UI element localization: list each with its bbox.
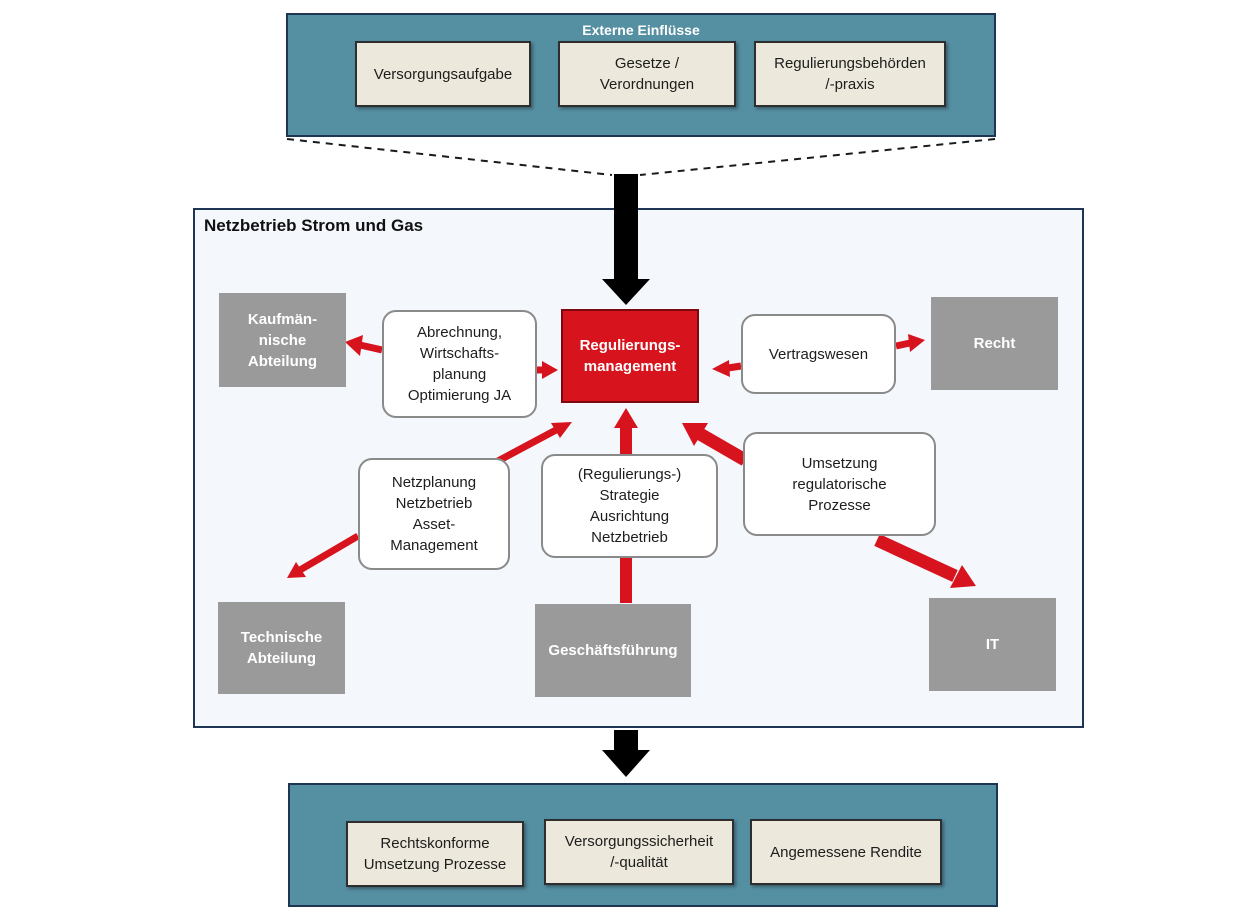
- task-umsetzung: Umsetzung regulatorische Prozesse: [743, 432, 936, 536]
- arrow-vertrag-to-center: [727, 362, 742, 372]
- department-technisch: Technische Abteilung: [218, 602, 345, 694]
- task-vertragswesen: Vertragswesen: [741, 314, 896, 394]
- arrow-umsetzung-to-center: [696, 428, 749, 466]
- arrow-to-it: [874, 534, 958, 582]
- influence-gesetze: Gesetze / Verordnungen: [558, 41, 736, 107]
- netzbetrieb-title: Netzbetrieb Strom und Gas: [204, 216, 424, 235]
- funnel-line-left: [286, 138, 613, 176]
- department-recht: Recht: [931, 297, 1058, 390]
- task-netzplanung: Netzplanung Netzbetrieb Asset- Managemen…: [358, 458, 510, 570]
- external-influences-panel: Externe Einflüsse Versorgungsaufgabe Ges…: [286, 13, 996, 137]
- inflow-arrow: [602, 174, 650, 305]
- influence-regulierungsbehoerden: Regulierungsbehörden /-praxis: [754, 41, 946, 107]
- outcome-versorgungssicherheit: Versorgungssicherheit /-qualität: [544, 819, 734, 885]
- outflow-arrow: [602, 730, 650, 777]
- funnel-line-right: [639, 138, 996, 176]
- department-geschaeftsfuehrung: Geschäftsführung: [535, 604, 691, 697]
- outcome-rendite: Angemessene Rendite: [750, 819, 942, 885]
- arrow-netzplanung-to-center: [496, 426, 558, 465]
- department-kaufmaennisch: Kaufmän- nische Abteilung: [219, 293, 346, 387]
- task-strategie: (Regulierungs-) Strategie Ausrichtung Ne…: [541, 454, 718, 558]
- outcomes-panel: Rechtskonforme Umsetzung Prozesse Versor…: [288, 783, 998, 907]
- arrow-to-kaufmaennisch: [359, 341, 383, 354]
- regulierungsmanagement-box: Regulierungs- management: [561, 309, 699, 403]
- arrow-strategie-head: [614, 408, 638, 428]
- outcome-rechtskonform: Rechtskonforme Umsetzung Prozesse: [346, 821, 524, 887]
- influence-versorgungsaufgabe: Versorgungsaufgabe: [355, 41, 531, 107]
- department-it: IT: [929, 598, 1056, 691]
- arrow-to-recht: [895, 339, 911, 350]
- task-abrechnung: Abrechnung, Wirtschafts- planung Optimie…: [382, 310, 537, 418]
- external-influences-title: Externe Einflüsse: [582, 22, 700, 38]
- arrow-to-technisch: [298, 532, 360, 574]
